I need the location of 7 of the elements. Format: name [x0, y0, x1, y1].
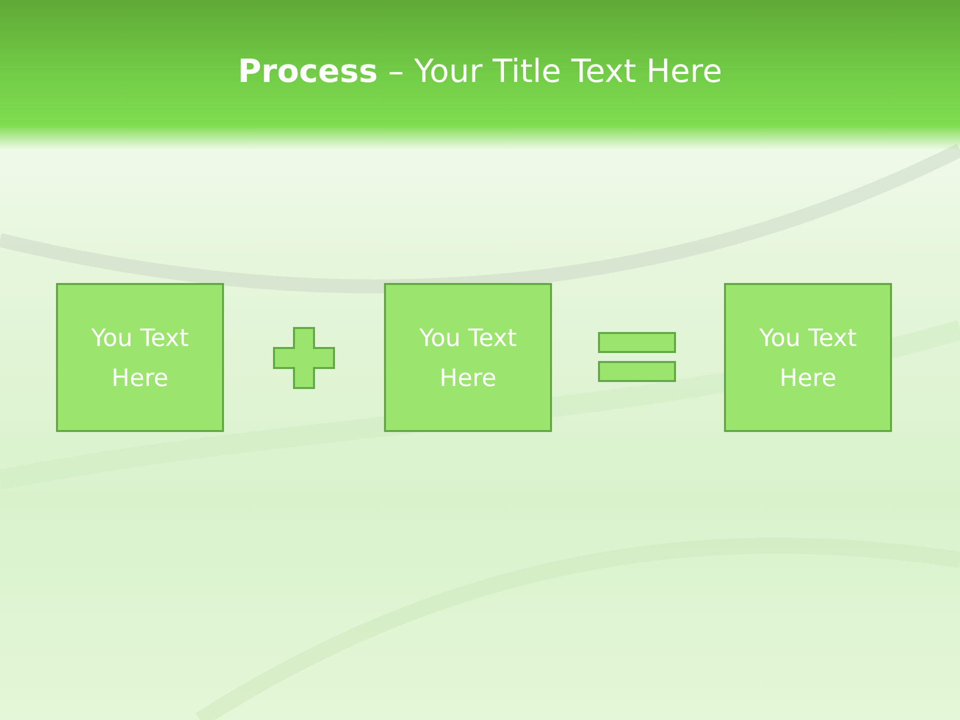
box-text: You Text Here [90, 322, 190, 394]
box-text: You Text Here [418, 322, 518, 394]
text-box [56, 283, 224, 432]
box-text: You Text Here [758, 322, 858, 394]
text-box [384, 283, 552, 432]
slide-title: Process – Your Title Text Here [236, 52, 724, 90]
text-box [724, 283, 892, 432]
